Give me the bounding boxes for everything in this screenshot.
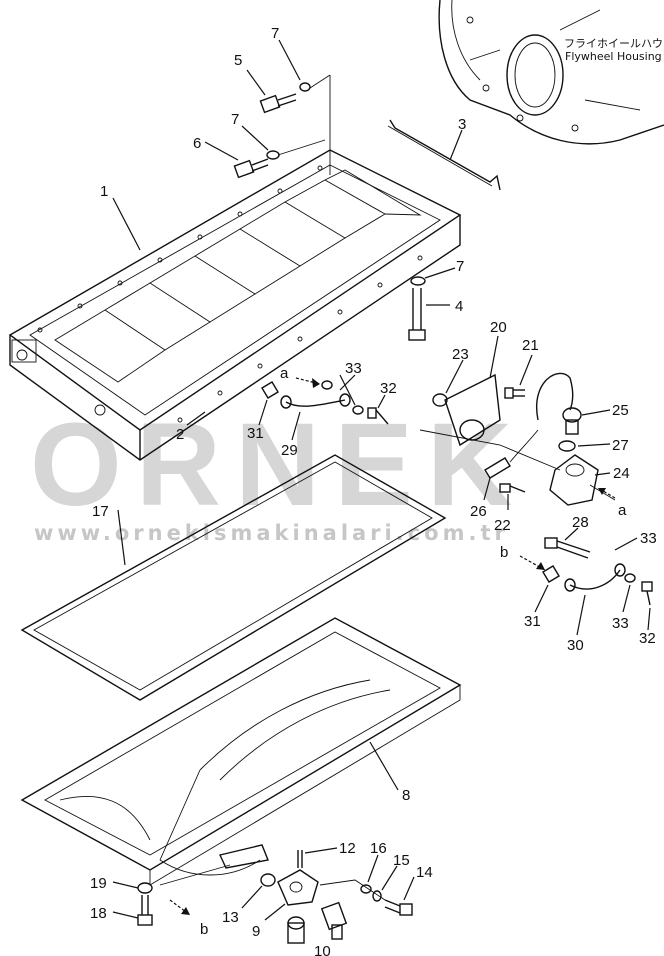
callout-18: 18: [90, 905, 107, 922]
callout-8: 8: [402, 787, 410, 804]
o-ring-13: [260, 873, 276, 887]
callout-7a: 7: [271, 25, 279, 42]
sensor-25: [562, 407, 582, 435]
callout-17: 17: [92, 503, 109, 520]
callout-28: 28: [572, 514, 589, 531]
reference-arrows: [169, 377, 616, 916]
callout-14: 14: [416, 864, 433, 881]
watermark-url: www.ornekismakinalari.com.tr: [34, 521, 509, 545]
callout-3: 3: [458, 116, 466, 133]
washer-33c: [624, 573, 636, 583]
o-ring-27: [558, 440, 576, 452]
callout-10: 10: [314, 943, 331, 956]
gasket-17: [20, 454, 447, 701]
callout-33b: 33: [640, 530, 657, 547]
callout-a-left: a: [280, 365, 289, 382]
upper-oil-pan: [8, 149, 462, 461]
callout-30: 30: [567, 637, 584, 654]
connector-31b: [542, 565, 560, 583]
bolt-5: [259, 93, 297, 114]
sensor-26: [484, 429, 539, 479]
callout-7b: 7: [231, 111, 239, 128]
callout-16: 16: [370, 840, 387, 857]
callout-15: 15: [393, 852, 410, 869]
bracket-stay: [219, 844, 269, 869]
callout-4: 4: [455, 298, 463, 315]
pipe-29: [280, 393, 351, 409]
callout-2: 2: [176, 426, 184, 443]
callout-5: 5: [234, 52, 242, 69]
bolt-28: [544, 537, 591, 559]
spacer-23: [432, 393, 448, 407]
bolt-32a: [367, 407, 389, 425]
callout-33a: 33: [345, 360, 362, 377]
washer-7c: [410, 276, 426, 286]
callout-9: 9: [252, 923, 260, 940]
callout-32a: 32: [380, 380, 397, 397]
washer-7b: [266, 150, 280, 160]
washer-19: [137, 882, 153, 894]
bolt-6: [233, 158, 269, 179]
bolt-18: [137, 895, 153, 926]
washer-7a: [299, 82, 311, 92]
washer-15: [372, 890, 382, 902]
leader-lines: [112, 39, 651, 921]
callout-12: 12: [339, 840, 356, 857]
callout-7c: 7: [456, 258, 464, 275]
callout-19: 19: [90, 875, 107, 892]
callout-22: 22: [494, 517, 511, 534]
sensor-cable: [535, 372, 574, 421]
washer-33a: [321, 380, 333, 390]
callout-33c: 33: [612, 615, 629, 632]
callout-13: 13: [222, 909, 239, 926]
callout-31a: 31: [247, 425, 264, 442]
lower-oil-pan: [20, 617, 462, 886]
watermark-brand: ORNEK: [30, 399, 526, 531]
connector-31a: [261, 381, 279, 399]
pin-12: [297, 850, 303, 868]
bolt-21: [504, 387, 525, 399]
drain-plug-10: [287, 916, 305, 944]
callout-27: 27: [612, 437, 629, 454]
callouts: 1 2 3 4 5 6 7 7 7 8 9 10 12 13 14 15 16 …: [90, 25, 657, 956]
block-24: [549, 454, 599, 506]
washer-16: [360, 884, 372, 894]
watermark: ORNEK www.ornekismakinalari.com.tr: [30, 399, 526, 545]
callout-b-top: b: [500, 544, 508, 561]
pipe-30: [564, 563, 626, 592]
flywheel-label-en: Flywheel Housing: [565, 50, 662, 63]
flywheel-label-jp: フライホイールハウジング: [564, 36, 664, 50]
callout-25: 25: [612, 402, 629, 419]
callout-21: 21: [522, 337, 539, 354]
callout-6: 6: [193, 135, 201, 152]
bolt-14: [384, 899, 413, 916]
washer-33b: [352, 405, 364, 415]
callout-20: 20: [490, 319, 507, 336]
callout-29: 29: [281, 442, 298, 459]
bolt-4: [408, 288, 426, 341]
callout-26: 26: [470, 503, 487, 520]
bolt-32b: [641, 581, 653, 606]
callout-23: 23: [452, 346, 469, 363]
drain-block-9: [277, 869, 319, 906]
callout-31b: 31: [524, 613, 541, 630]
bracket-rod: [387, 119, 501, 191]
callout-b-bottom: b: [200, 921, 208, 938]
callout-1: 1: [100, 183, 108, 200]
callout-a-right: a: [618, 502, 627, 519]
bolt-22: [499, 483, 526, 493]
callout-32b: 32: [639, 630, 656, 647]
drain-valve-11: [320, 901, 348, 940]
callout-24: 24: [613, 465, 630, 482]
flywheel-housing: フライホイールハウジング Flywheel Housing: [438, 0, 664, 145]
